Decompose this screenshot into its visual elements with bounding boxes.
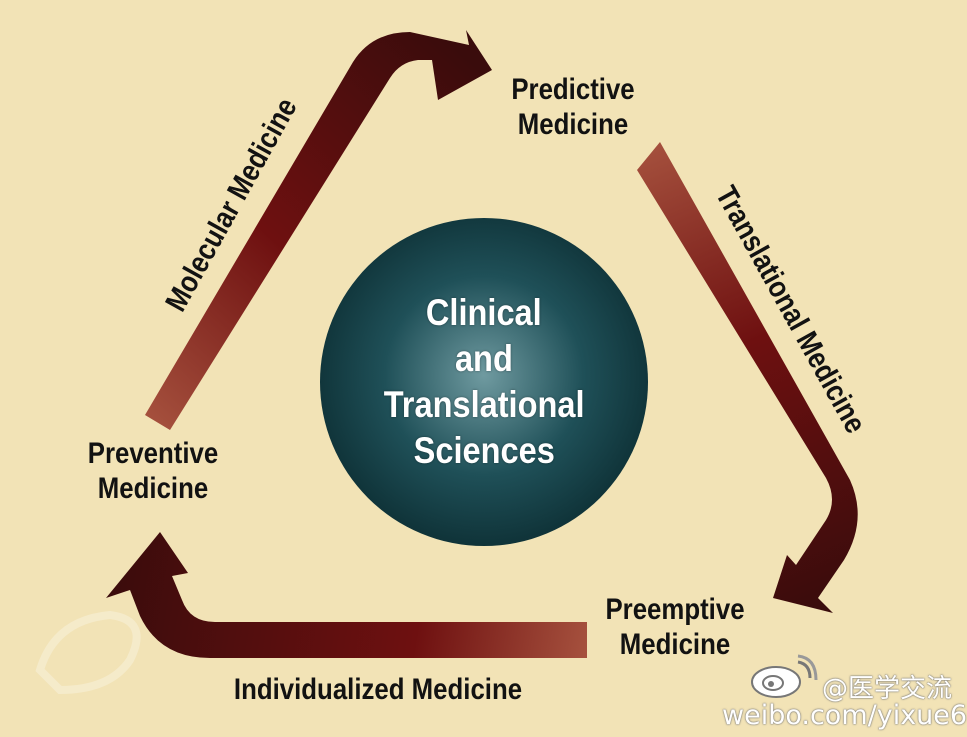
- node-label-line: Predictive: [511, 73, 635, 106]
- node-predictive-medicine: Predictive Medicine: [491, 72, 654, 142]
- watermark-url: weibo.com/yixue6: [722, 700, 967, 731]
- center-line: Sciences: [413, 430, 555, 471]
- arrow-label-individualized-medicine: Individualized Medicine: [233, 673, 523, 706]
- node-label-line: Preventive: [87, 437, 219, 470]
- arrow-individualized: [106, 532, 587, 658]
- weibo-logo-icon: [751, 654, 818, 698]
- arrow-translational: [637, 142, 858, 613]
- node-label-line: Medicine: [97, 472, 209, 505]
- watermark-handle: @医学交流: [822, 674, 953, 704]
- node-label-line: Medicine: [619, 628, 731, 661]
- node-preventive-medicine: Preventive Medicine: [71, 436, 234, 506]
- center-line: and: [455, 338, 513, 379]
- node-label-line: Medicine: [517, 108, 629, 141]
- center-sphere: [320, 218, 648, 546]
- weibo-bg-emblem-icon: [35, 610, 141, 695]
- center-title: Clinical and Translational Sciences: [320, 218, 648, 546]
- arrow-molecular: [145, 30, 492, 430]
- node-preemptive-medicine: Preemptive Medicine: [593, 592, 756, 662]
- center-line: Clinical: [426, 292, 542, 333]
- center-line: Translational: [383, 384, 585, 425]
- node-label-line: Preemptive: [605, 593, 745, 626]
